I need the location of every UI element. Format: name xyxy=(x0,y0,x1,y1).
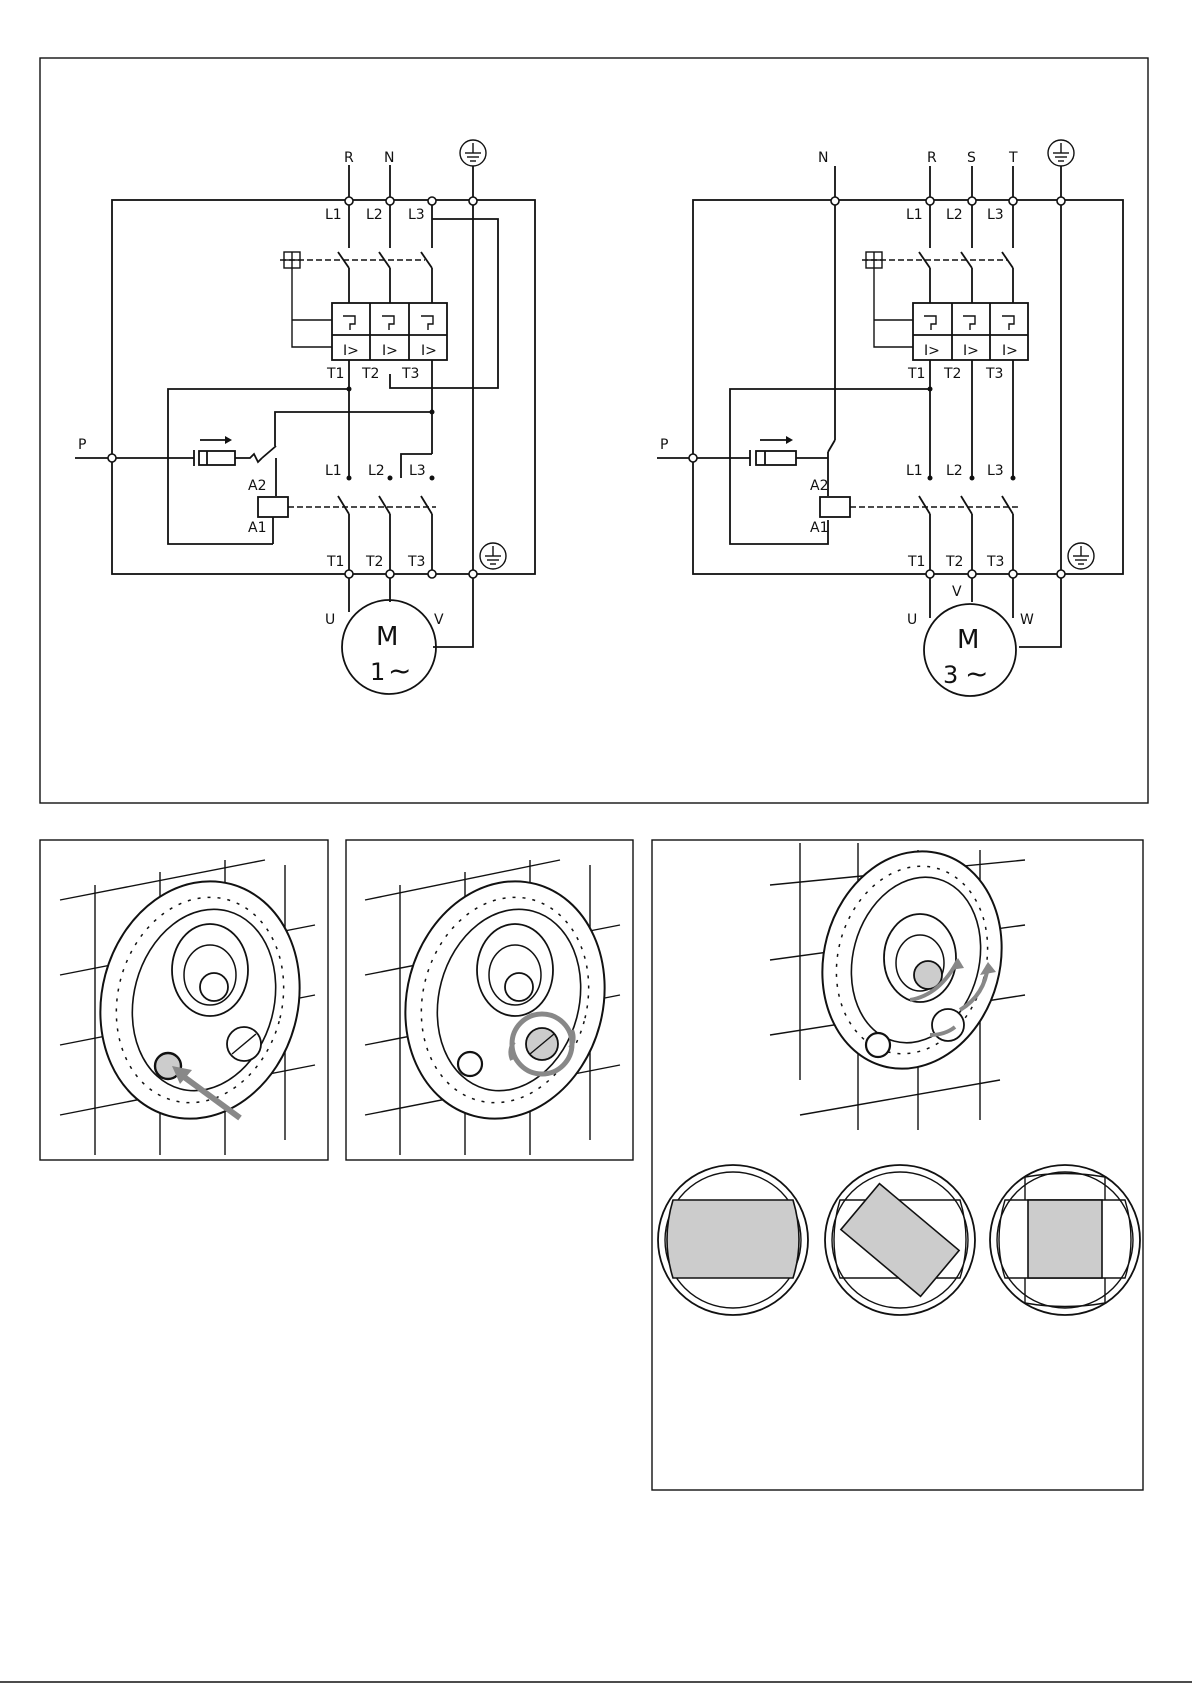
svg-text:1: 1 xyxy=(370,658,385,686)
wiring-diagram-frame xyxy=(40,58,1148,803)
motor-terminal-label: W xyxy=(1020,612,1034,628)
earth-icon xyxy=(480,543,506,569)
terminal-label: T2 xyxy=(365,554,383,570)
earth-icon xyxy=(460,140,486,166)
svg-text:~: ~ xyxy=(965,657,988,690)
supply-label: S xyxy=(967,150,976,166)
install-step-2-panel xyxy=(346,840,633,1160)
motor-terminal-label: U xyxy=(907,612,917,628)
supply-label: R xyxy=(927,150,937,166)
coil-label: A1 xyxy=(248,520,266,536)
terminal-label: L3 xyxy=(987,207,1004,223)
terminal-label: L3 xyxy=(987,463,1004,479)
motor-terminal-label: V xyxy=(434,612,444,628)
svg-text:I>: I> xyxy=(382,343,398,359)
contactor-coil xyxy=(258,497,288,517)
terminal-label: T3 xyxy=(407,554,425,570)
three-phase-diagram: N R S T L1 L2 L3 xyxy=(657,140,1123,696)
terminal-label: T3 xyxy=(401,366,419,382)
motor-terminal-label: U xyxy=(325,612,335,628)
terminal-label: T1 xyxy=(907,554,925,570)
install-step-3-panel xyxy=(652,831,1143,1490)
orientation-circle-diagonal xyxy=(825,1165,975,1315)
supply-label: N xyxy=(384,150,394,166)
install-step-1-panel xyxy=(40,840,328,1160)
panel-box xyxy=(693,200,1123,574)
terminal-label: T2 xyxy=(361,366,379,382)
svg-text:I>: I> xyxy=(924,343,940,359)
coil-label: A1 xyxy=(810,520,828,536)
coil-label: A2 xyxy=(248,478,266,494)
terminal-label: L1 xyxy=(906,207,923,223)
terminal-label: T1 xyxy=(907,366,925,382)
terminal-label: T3 xyxy=(986,554,1004,570)
svg-text:3: 3 xyxy=(943,661,958,689)
terminal-label: L2 xyxy=(946,207,963,223)
terminal-label: L2 xyxy=(368,463,385,479)
svg-text:I>: I> xyxy=(1002,343,1018,359)
earth-icon xyxy=(1068,543,1094,569)
motor-terminal-label: V xyxy=(952,584,962,600)
terminal-label: T2 xyxy=(945,554,963,570)
panel-box xyxy=(112,200,535,574)
terminal-label: L2 xyxy=(946,463,963,479)
svg-text:I>: I> xyxy=(421,343,437,359)
terminal-label: L1 xyxy=(325,207,342,223)
orientation-circle-vertical xyxy=(990,1165,1140,1315)
supply-label: T xyxy=(1008,150,1018,166)
terminal-label: T2 xyxy=(943,366,961,382)
terminal-label: L3 xyxy=(409,463,426,479)
svg-text:M: M xyxy=(376,622,398,652)
coil-label: A2 xyxy=(810,478,828,494)
svg-text:~: ~ xyxy=(388,654,411,687)
terminal-label: L1 xyxy=(906,463,923,479)
pressure-label: P xyxy=(78,437,86,453)
supply-label: N xyxy=(818,150,828,166)
svg-text:I>: I> xyxy=(343,343,359,359)
single-phase-motor: M 1 ~ xyxy=(342,600,436,694)
earth-icon xyxy=(1048,140,1074,166)
svg-text:I>: I> xyxy=(963,343,979,359)
terminal-label: T1 xyxy=(326,554,344,570)
contactor-coil xyxy=(820,497,850,517)
terminal-label: T1 xyxy=(326,366,344,382)
thermal-magnetic-trip: I> I> I> xyxy=(913,303,1028,360)
terminal-label: L3 xyxy=(408,207,425,223)
supply-label: R xyxy=(344,150,354,166)
pressure-switch-icon xyxy=(750,436,796,466)
terminal-label: T3 xyxy=(985,366,1003,382)
pressure-label: P xyxy=(660,437,668,453)
terminal-label: L1 xyxy=(325,463,342,479)
svg-text:M: M xyxy=(957,625,979,655)
three-phase-motor: M 3 ~ xyxy=(924,604,1016,696)
thermal-magnetic-trip: I> I> I> xyxy=(332,303,447,360)
pressure-switch-icon xyxy=(194,436,235,466)
orientation-circle-horizontal xyxy=(658,1165,808,1315)
terminal-label: L2 xyxy=(366,207,383,223)
single-phase-diagram: R N L1 L2 L3 I> I> I> xyxy=(75,140,535,694)
